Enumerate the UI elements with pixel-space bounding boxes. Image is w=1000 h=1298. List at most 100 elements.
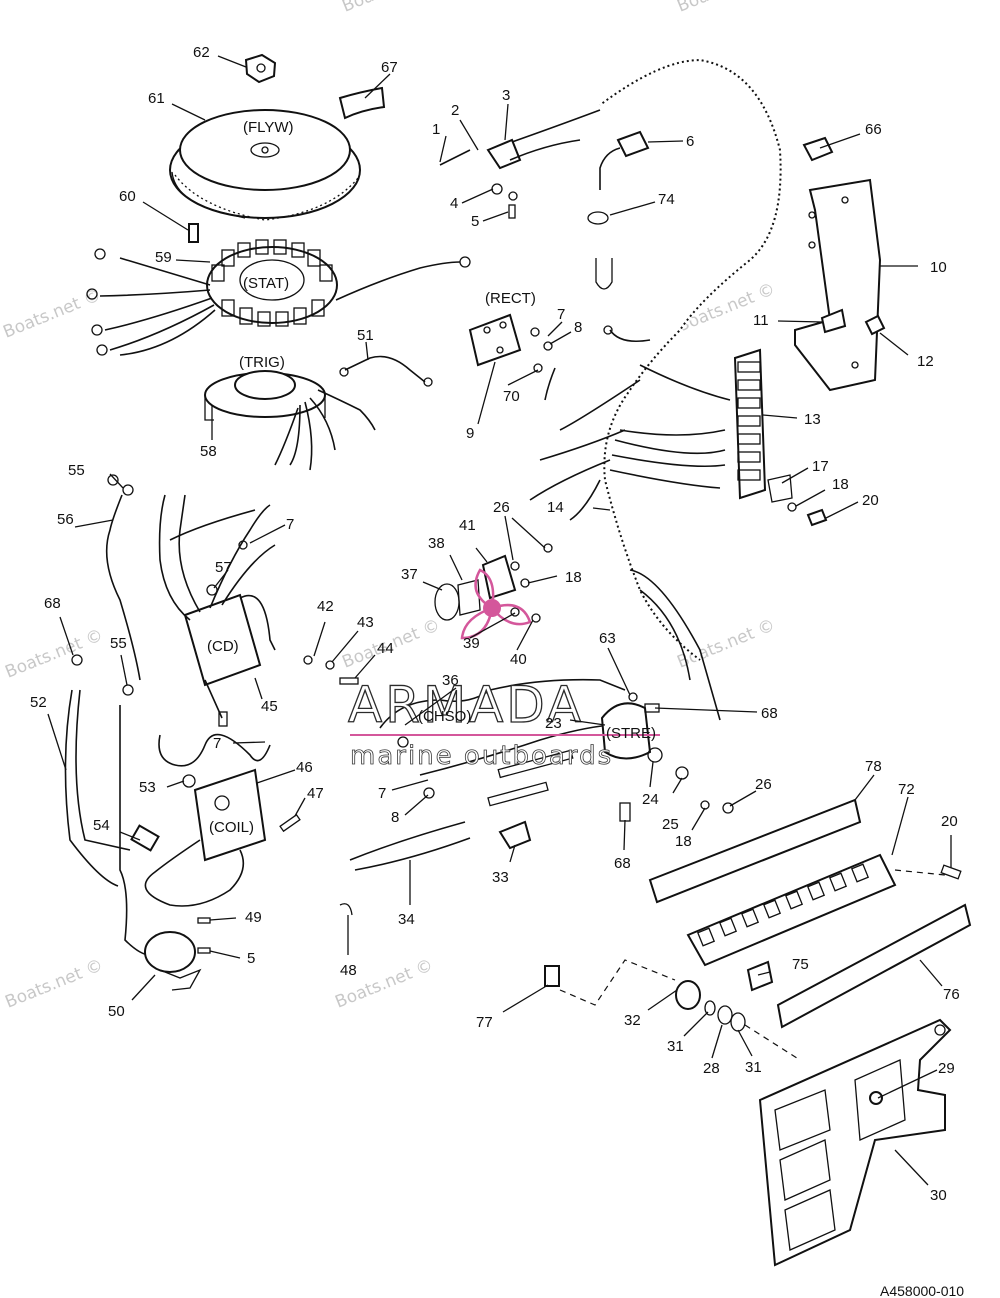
wiring-harness xyxy=(529,56,784,721)
watermark-text: Boats.net © xyxy=(0,285,104,342)
label-cd-module: (CD) xyxy=(207,638,239,655)
terminal-strip-group xyxy=(648,798,972,1029)
callout: 32 xyxy=(624,1012,641,1029)
mounting-bracket xyxy=(794,178,882,392)
cd-module xyxy=(183,593,262,687)
callout: 63 xyxy=(599,630,616,647)
callout: 77 xyxy=(476,1014,493,1031)
hardware-group xyxy=(544,959,801,1061)
callout: 52 xyxy=(30,694,47,711)
bolt xyxy=(188,223,199,243)
callout: 14 xyxy=(547,499,564,516)
callout: 7 xyxy=(213,735,221,752)
cover-strip xyxy=(648,798,862,904)
starter-solenoid-group xyxy=(600,692,734,822)
watermark-text: Boats.net © xyxy=(2,955,106,1012)
component-labels: (FLYW) (STAT) (TRIG) (RECT) (CD) (COIL) … xyxy=(207,119,656,836)
callout: 43 xyxy=(357,614,374,631)
lead-wire xyxy=(105,494,141,681)
callout: 67 xyxy=(381,59,398,76)
cd-module-group xyxy=(105,474,276,727)
callout: 31 xyxy=(667,1038,684,1055)
ignition-coil xyxy=(193,768,267,862)
callout: 4 xyxy=(450,195,458,212)
brand-name: ARMADA xyxy=(348,676,584,734)
callout: 56 xyxy=(57,511,74,528)
callout: 8 xyxy=(391,809,399,826)
choke-group xyxy=(303,655,626,916)
callout: 7 xyxy=(557,306,565,323)
callout: 58 xyxy=(200,443,217,460)
flywheel-group xyxy=(169,53,386,243)
callout: 9 xyxy=(466,425,474,442)
callout: 50 xyxy=(108,1003,125,1020)
callout: 55 xyxy=(68,462,85,479)
label-choke-solenoid: (CHSO) xyxy=(418,708,471,725)
mounting-plate-group xyxy=(758,1018,952,1267)
leader-lines xyxy=(47,55,952,1186)
callout: 42 xyxy=(317,598,334,615)
callout: 18 xyxy=(565,569,582,586)
watermark-text: Boats.net © xyxy=(674,0,778,17)
callout: 48 xyxy=(340,962,357,979)
callout: 60 xyxy=(119,188,136,205)
callout: 13 xyxy=(804,411,821,428)
callout: 8 xyxy=(574,319,582,336)
callout: 36 xyxy=(442,672,459,689)
backing-plate xyxy=(776,903,972,1029)
terminal-block-group xyxy=(733,348,828,527)
callout: 6 xyxy=(686,133,694,150)
callout: 2 xyxy=(451,102,459,119)
trigger-group xyxy=(204,355,433,471)
temperature-switch xyxy=(144,931,196,973)
relay-group xyxy=(434,543,553,623)
callout: 61 xyxy=(148,90,165,107)
mounting-plate xyxy=(758,1018,952,1267)
callout: 68 xyxy=(614,855,631,872)
callout: 70 xyxy=(503,388,520,405)
callout: 47 xyxy=(307,785,324,802)
label-rectifier: (RECT) xyxy=(485,290,536,307)
clip xyxy=(802,136,834,162)
callout: 30 xyxy=(930,1187,947,1204)
callout: 44 xyxy=(377,640,394,657)
callout: 37 xyxy=(401,566,418,583)
terminal-strip xyxy=(686,853,897,967)
callout: 12 xyxy=(917,353,934,370)
callout: 38 xyxy=(428,535,445,552)
brand-logo: ARMADA marine outboards xyxy=(347,568,660,771)
callout: 20 xyxy=(862,492,879,509)
callout: 20 xyxy=(941,813,958,830)
coil-group xyxy=(130,733,301,907)
plug xyxy=(616,130,650,158)
callout: 1 xyxy=(432,121,440,138)
starter-solenoid xyxy=(600,702,652,760)
callout: 68 xyxy=(44,595,61,612)
callout: 29 xyxy=(938,1060,955,1077)
callout: 68 xyxy=(761,705,778,722)
callout: 10 xyxy=(930,259,947,276)
label-stator: (STAT) xyxy=(243,275,289,292)
callout: 40 xyxy=(510,651,527,668)
callout: 26 xyxy=(493,499,510,516)
drawing-code: A458000-010 xyxy=(880,1283,964,1298)
rectifier-group xyxy=(468,313,556,401)
flywheel-nut xyxy=(244,53,277,84)
callout: 55 xyxy=(110,635,127,652)
brand-tagline: marine outboards xyxy=(350,741,613,771)
callout: 5 xyxy=(247,950,255,967)
label-coil: (COIL) xyxy=(209,819,254,836)
callout: 78 xyxy=(865,758,882,775)
callout: 41 xyxy=(459,517,476,534)
callout: 7 xyxy=(286,516,294,533)
flywheel-key xyxy=(338,86,386,120)
callout: 49 xyxy=(245,909,262,926)
callout: 3 xyxy=(502,87,510,104)
callout: 76 xyxy=(943,986,960,1003)
switch-group xyxy=(439,109,601,219)
callout: 62 xyxy=(193,44,210,61)
callout: 54 xyxy=(93,817,110,834)
callout: 25 xyxy=(662,816,679,833)
callout: 5 xyxy=(471,213,479,230)
